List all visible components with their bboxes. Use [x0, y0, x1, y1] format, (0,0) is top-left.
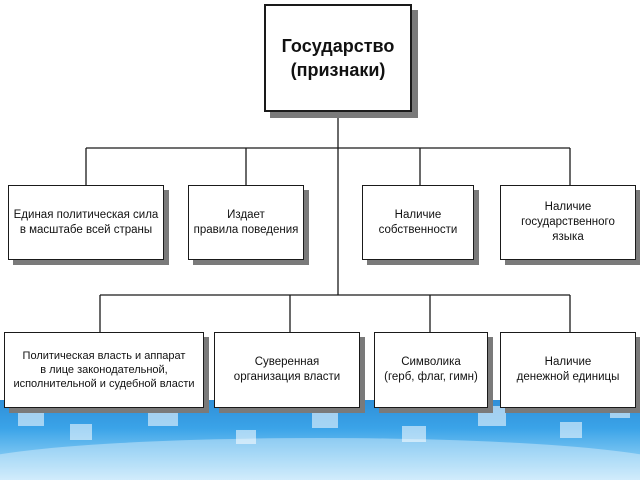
feature-label: Наличие государственного языка: [521, 201, 615, 243]
feature-label: Суверенная организация власти: [233, 356, 341, 383]
feature-box-unified-political-force: Единая политическая сила в масштабе всей…: [8, 185, 164, 260]
feature-label: Наличие денежной единицы: [516, 356, 620, 383]
feature-box-currency: Наличие денежной единицы: [500, 332, 636, 408]
feature-label: Наличие собственности: [378, 208, 458, 236]
feature-box-state-language: Наличие государственного языка: [500, 185, 636, 260]
feature-label: Политическая власть и аппарат в лице зак…: [13, 350, 195, 390]
feature-box-symbols: Символика (герб, флаг, гимн): [374, 332, 488, 408]
feature-box-political-power-apparatus: Политическая власть и аппарат в лице зак…: [4, 332, 204, 408]
feature-label: Символика (герб, флаг, гимн): [384, 356, 478, 383]
feature-label: Издает правила поведения: [193, 208, 299, 236]
feature-label: Единая политическая сила в масштабе всей…: [13, 208, 159, 236]
decorative-background-band: [0, 400, 640, 480]
feature-box-property: Наличие собственности: [362, 185, 474, 260]
root-subtitle: (признаки): [290, 60, 386, 80]
feature-box-sovereign-power: Суверенная организация власти: [214, 332, 360, 408]
root-box: Государство (признаки): [264, 4, 412, 112]
root-title: Государство: [281, 36, 395, 56]
feature-box-rules-of-conduct: Издает правила поведения: [188, 185, 304, 260]
